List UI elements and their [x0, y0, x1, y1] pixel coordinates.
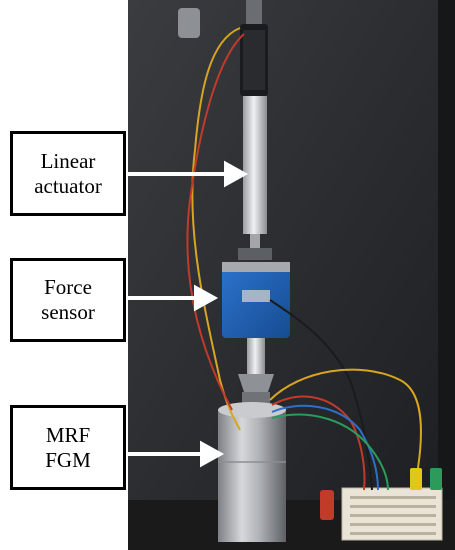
label-linear-actuator: Linear actuator: [10, 131, 126, 216]
label-linear-actuator-line2: actuator: [34, 173, 102, 198]
connector-post-green: [430, 468, 442, 490]
lower-flange: [242, 392, 270, 404]
wires: [186, 27, 422, 491]
label-force-sensor: Force sensor: [10, 258, 126, 342]
force-sensor-plate: [242, 290, 270, 302]
actuator-rod: [250, 234, 260, 256]
connector-post-red: [320, 490, 334, 520]
wire-black-right: [269, 299, 373, 491]
backdrop: [128, 0, 455, 550]
wire-blue-right: [271, 404, 379, 491]
actuator-body: [243, 96, 267, 234]
backdrop-edge: [438, 0, 455, 550]
label-linear-actuator-line1: Linear: [40, 148, 96, 173]
wire-yellow-right: [269, 368, 422, 469]
breadboard-holes: [350, 496, 436, 535]
lower-rod: [247, 338, 265, 374]
label-force-sensor-line2: sensor: [41, 300, 95, 324]
label-mrf-fgm-line1: MRF: [45, 422, 91, 447]
mrf-fgm-top-face: [218, 402, 286, 418]
rod-coupling: [238, 248, 272, 260]
breadboard-outline: [341, 487, 443, 541]
wire-green-right: [271, 413, 389, 491]
label-force-sensor-line1: Force: [44, 275, 92, 299]
top-clamp: [178, 8, 200, 38]
force-sensor-top-plate: [222, 262, 290, 272]
label-mrf-fgm: MRF FGM: [10, 405, 126, 490]
wire-red-left: [186, 33, 245, 411]
mrf-fgm-cylinder: [218, 410, 286, 542]
connector-post-yellow: [410, 468, 422, 490]
label-mrf-fgm-line2: FGM: [45, 447, 91, 472]
lower-coupling: [238, 374, 274, 392]
top-mount: [246, 0, 262, 24]
actuator-motor-face: [243, 30, 265, 90]
